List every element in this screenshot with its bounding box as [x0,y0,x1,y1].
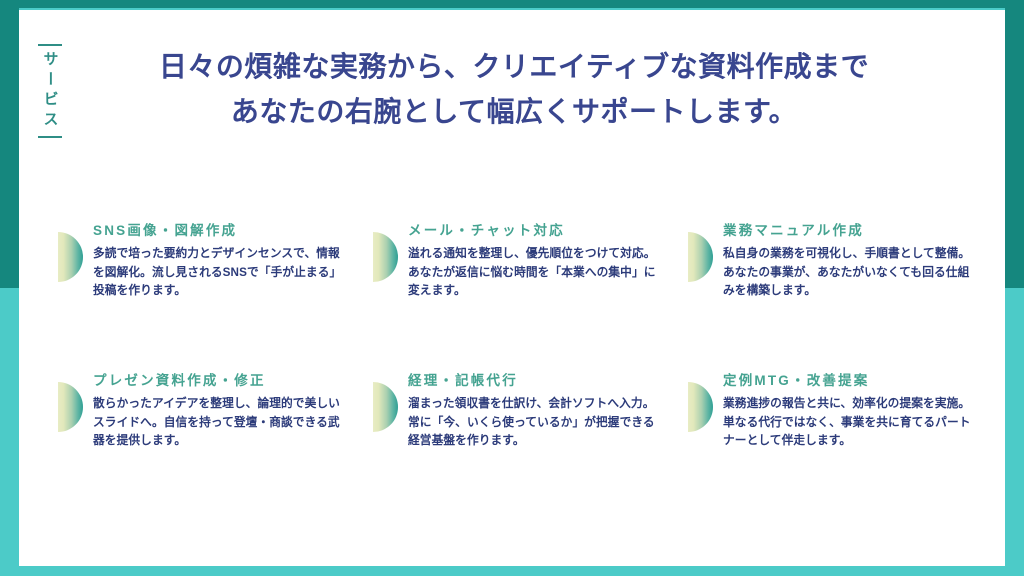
service-card: プレゼン資料作成・修正 散らかったアイデアを整理し、論理的で美しいスライドへ。自… [58,372,343,490]
service-card: 経理・記帳代行 溜まった領収書を仕訳け、会計ソフトへ入力。常に「今、いくら使って… [373,372,658,490]
frame-border-left-lower [0,288,19,576]
section-label: サービス [28,44,72,138]
service-card: メール・チャット対応 溢れる通知を整理し、優先順位をつけて対応。あなたが返信に悩… [373,222,658,340]
frame-border-top-accent [0,8,1024,10]
service-card-body: 経理・記帳代行 溜まった領収書を仕訳け、会計ソフトへ入力。常に「今、いくら使って… [408,372,658,451]
service-card-title: プレゼン資料作成・修正 [93,373,266,388]
frame-border-top [0,0,1024,8]
page-title: 日々の煩雑な実務から、クリエイティブな資料作成まで あなたの右腕として幅広くサポ… [96,44,932,135]
service-card: 業務マニュアル作成 私自身の業務を可視化し、手順書として整備。あなたの事業が、あ… [688,222,973,340]
service-card-description: 業務進捗の報告と共に、効率化の提案を実施。単なる代行ではなく、事業を共に育てるパ… [723,396,971,448]
service-card-body: SNS画像・図解作成 多読で培った要約力とデザインセンスで、情報を図解化。流し見… [93,222,343,301]
service-card-description: 散らかったアイデアを整理し、論理的で美しいスライドへ。自信を持って登壇・商談でき… [93,396,340,448]
service-card-title: 経理・記帳代行 [408,373,518,388]
service-card-title: SNS画像・図解作成 [93,223,238,238]
half-circle-icon [688,382,713,432]
service-card-description: 私自身の業務を可視化し、手順書として整備。あなたの事業が、あなたがいなくても回る… [723,246,971,298]
service-card-grid: SNS画像・図解作成 多読で培った要約力とデザインセンスで、情報を図解化。流し見… [58,222,970,490]
half-circle-icon [373,232,398,282]
service-card: 定例MTG・改善提案 業務進捗の報告と共に、効率化の提案を実施。単なる代行ではな… [688,372,973,490]
service-card-description: 溜まった領収書を仕訳け、会計ソフトへ入力。常に「今、いくら使っているか」が把握で… [408,396,655,448]
service-card-body: メール・チャット対応 溢れる通知を整理し、優先順位をつけて対応。あなたが返信に悩… [408,222,658,301]
service-card-body: プレゼン資料作成・修正 散らかったアイデアを整理し、論理的で美しいスライドへ。自… [93,372,343,451]
service-card-title: 業務マニュアル作成 [723,223,864,238]
section-label-rule-top [38,44,62,46]
service-card-description: 多読で培った要約力とデザインセンスで、情報を図解化。流し見されるSNSで「手が止… [93,246,342,298]
service-card-description: 溢れる通知を整理し、優先順位をつけて対応。あなたが返信に悩む時間を「本業への集中… [408,246,656,298]
half-circle-icon [373,382,398,432]
half-circle-icon [58,232,83,282]
service-card: SNS画像・図解作成 多読で培った要約力とデザインセンスで、情報を図解化。流し見… [58,222,343,340]
page-title-line-2: あなたの右腕として幅広くサポートします。 [230,96,798,128]
page-title-line-1: 日々の煩雑な実務から、クリエイティブな資料作成まで [158,51,870,82]
frame-border-right-upper [1005,0,1024,288]
frame-border-left-upper [0,0,19,288]
section-label-text: サービス [41,51,59,131]
service-card-body: 業務マニュアル作成 私自身の業務を可視化し、手順書として整備。あなたの事業が、あ… [723,222,973,301]
service-card-title: メール・チャット対応 [408,223,565,238]
half-circle-icon [58,382,83,432]
section-label-rule-bottom [38,136,62,138]
service-card-title: 定例MTG・改善提案 [723,373,870,388]
service-card-body: 定例MTG・改善提案 業務進捗の報告と共に、効率化の提案を実施。単なる代行ではな… [723,372,973,451]
half-circle-icon [688,232,713,282]
frame-border-bottom [0,566,1024,576]
frame-border-right-lower [1005,288,1024,576]
